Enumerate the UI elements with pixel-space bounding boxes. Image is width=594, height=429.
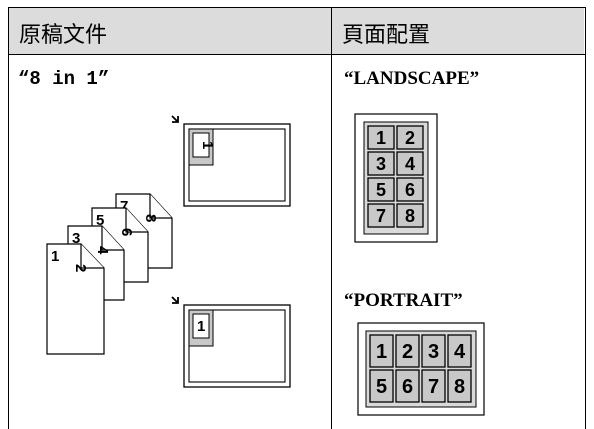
portrait-cell-8 xyxy=(447,369,472,403)
page-number-7: 7 xyxy=(120,198,128,215)
landscape-cell-number-1: 1 xyxy=(376,128,386,148)
portrait-cell-number-2: 2 xyxy=(402,341,413,363)
page-number-8: 8 xyxy=(142,214,159,222)
header-original-document-text: 原稿文件 xyxy=(19,23,108,48)
portrait-cell-number-6: 6 xyxy=(402,376,413,398)
portrait-cell-number-7: 7 xyxy=(428,376,439,398)
portrait-cell-number-4: 4 xyxy=(454,341,466,363)
table-right-border xyxy=(585,7,586,429)
landscape-cell-number-4: 4 xyxy=(405,154,415,174)
table-left-border xyxy=(8,7,9,429)
feed-arrow-icon-top xyxy=(171,115,179,123)
output-sheet-top: 1 xyxy=(171,115,291,207)
page-number-6: 6 xyxy=(118,228,135,236)
preview-page-number-rotated: 1 xyxy=(199,141,216,149)
portrait-cell-number-1: 1 xyxy=(376,341,387,363)
landscape-label: “LANDSCAPE” xyxy=(344,68,480,89)
landscape-cell-number-8: 8 xyxy=(405,206,415,226)
table-middle-border xyxy=(331,7,332,429)
header-page-layout: 頁面配置 xyxy=(332,8,584,54)
page-number-1: 1 xyxy=(51,248,59,265)
portrait-cell-5 xyxy=(369,369,394,403)
portrait-cell-7 xyxy=(421,369,446,403)
page-number-2: 2 xyxy=(72,264,89,272)
portrait-cell-1 xyxy=(369,334,394,368)
output-sheet-bottom: 1 xyxy=(171,296,291,388)
portrait-cell-6 xyxy=(395,369,420,403)
mode-label-8in1: “8 in 1” xyxy=(18,68,110,90)
landscape-cell-number-7: 7 xyxy=(376,206,386,226)
preview-page-number: 1 xyxy=(197,318,205,335)
page-number-3: 3 xyxy=(72,230,80,247)
portrait-cell-3 xyxy=(421,334,446,368)
landscape-cell-1 xyxy=(367,125,395,150)
landscape-cell-6 xyxy=(396,177,424,202)
table-top-border xyxy=(8,7,586,8)
portrait-cell-2 xyxy=(395,334,420,368)
portrait-cell-number-3: 3 xyxy=(428,341,439,363)
feed-arrow-icon-bottom xyxy=(171,296,179,304)
page-number-4: 4 xyxy=(94,246,111,255)
landscape-cell-number-3: 3 xyxy=(376,154,386,174)
landscape-cell-3 xyxy=(367,151,395,176)
header-original-document: 原稿文件 xyxy=(9,8,331,54)
portrait-cell-4 xyxy=(447,334,472,368)
landscape-cell-number-6: 6 xyxy=(405,180,415,200)
portrait-cell-number-8: 8 xyxy=(454,376,465,398)
landscape-cell-7 xyxy=(367,203,395,228)
landscape-cell-8 xyxy=(396,203,424,228)
page-1-2: 1 2 xyxy=(46,243,105,355)
landscape-cell-number-5: 5 xyxy=(376,180,386,200)
page-number-5: 5 xyxy=(96,212,104,229)
portrait-cell-number-5: 5 xyxy=(376,376,387,398)
header-page-layout-text: 頁面配置 xyxy=(342,23,431,48)
portrait-label: “PORTRAIT” xyxy=(344,290,463,311)
landscape-cell-4 xyxy=(396,151,424,176)
landscape-cell-5 xyxy=(367,177,395,202)
original-pages-stack: 7 8 5 6 3 4 1 2 xyxy=(46,193,173,355)
landscape-cell-number-2: 2 xyxy=(405,128,415,148)
table-header-divider xyxy=(8,54,586,55)
landscape-cell-2 xyxy=(396,125,424,150)
